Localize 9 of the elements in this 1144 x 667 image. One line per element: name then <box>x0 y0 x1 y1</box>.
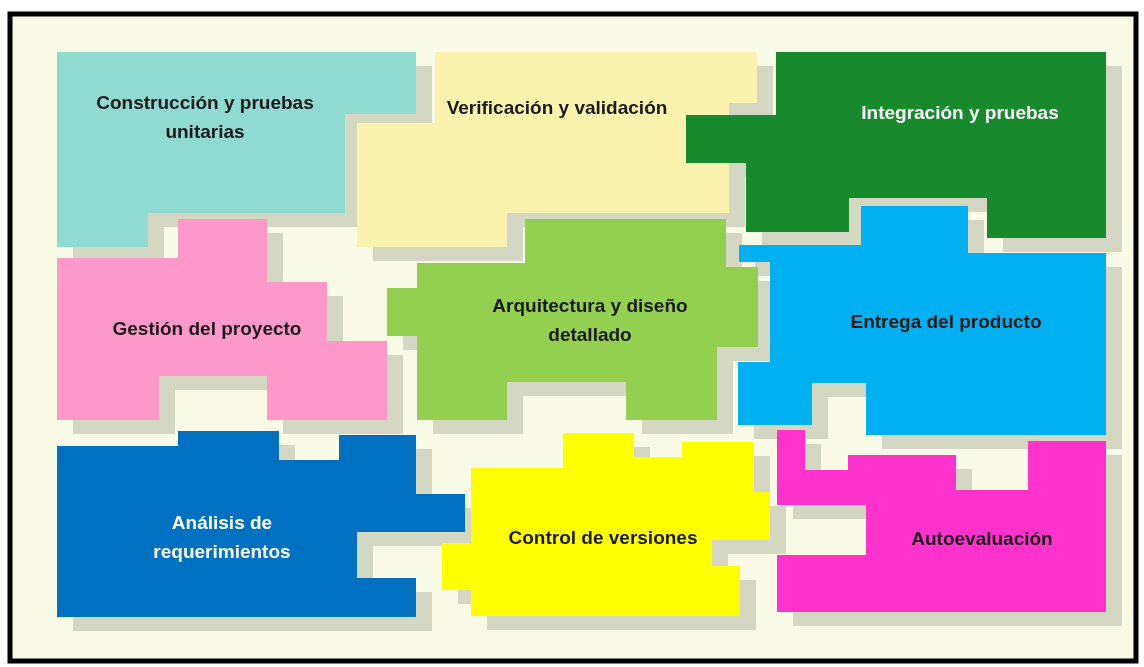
piece-label: Integración y pruebas <box>860 100 1060 125</box>
piece-label: Análisis de requerimientos <box>152 511 292 564</box>
piece-label: Verificación y validación <box>445 95 669 120</box>
piece-label: Construcción y pruebas unitarias <box>95 91 315 144</box>
piece-label: Entrega del producto <box>849 309 1043 334</box>
piece-label: Autoevaluación <box>910 526 1054 551</box>
piece-label: Control de versiones <box>507 525 699 550</box>
piece-label: Arquitectura y diseño detallado <box>491 294 689 347</box>
piece-label: Gestión del proyecto <box>111 316 303 341</box>
